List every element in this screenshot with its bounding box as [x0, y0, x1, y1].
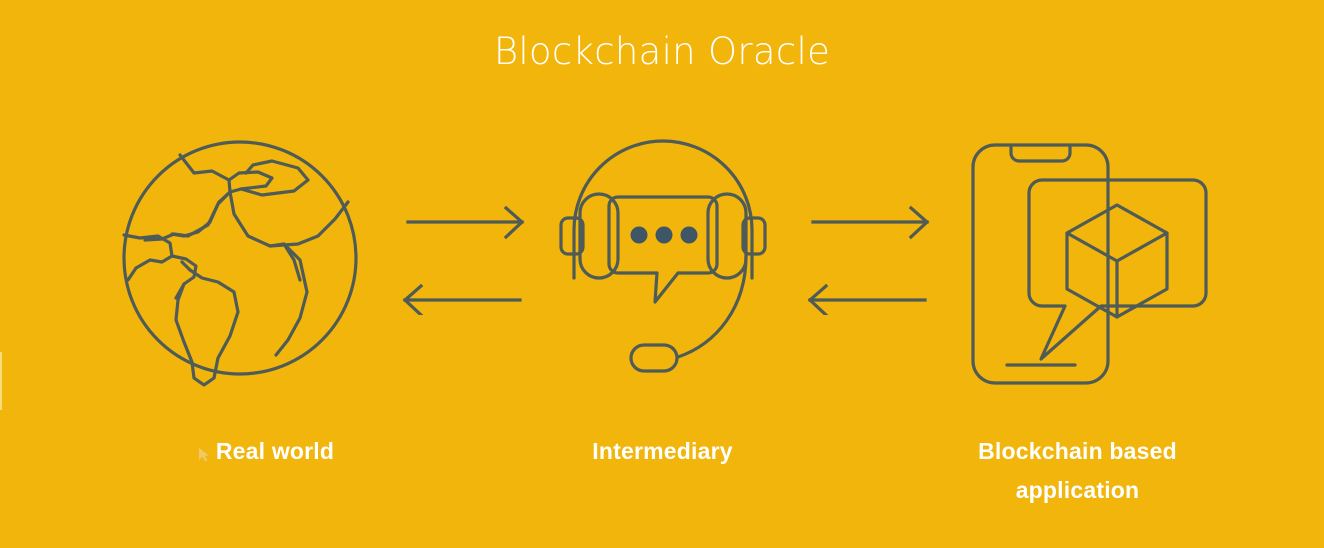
cursor-artifact [199, 448, 210, 462]
connector-group-left [398, 205, 533, 315]
node-label-line-2: application [1015, 477, 1140, 504]
globe-icon [122, 140, 370, 388]
node-label-blockchain-application: Blockchain based application [930, 432, 1225, 510]
node-label-line-1: Blockchain based [978, 438, 1177, 464]
edge-artifact [0, 352, 2, 410]
connector-group-right [803, 205, 938, 315]
smartphone-block-icon [955, 135, 1220, 390]
node-blockchain-application [955, 135, 1220, 390]
arrow-left-icon [402, 283, 522, 315]
arrow-right-icon [811, 205, 930, 240]
headset-chat-icon [556, 130, 771, 395]
arrow-left-icon [807, 283, 927, 315]
page-title: Blockchain Oracle [493, 30, 831, 73]
cube-icon [1065, 203, 1169, 319]
node-label-intermediary: Intermediary [592, 438, 733, 464]
arrow-right-icon [406, 205, 525, 240]
node-label-real-world: Real world [215, 438, 335, 464]
node-real-world [122, 140, 370, 388]
node-intermediary [556, 130, 771, 395]
